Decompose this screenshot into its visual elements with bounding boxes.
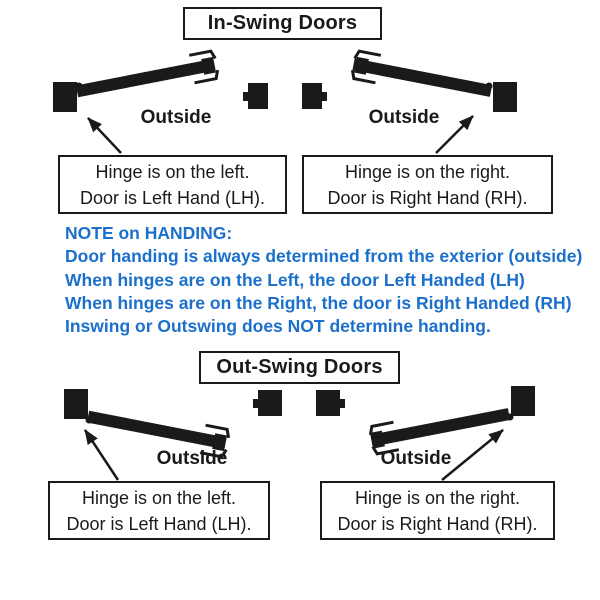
caption-line: Door is Left Hand (LH).	[66, 513, 252, 534]
door-handle-icon	[371, 445, 400, 456]
strike-plate-icon	[243, 92, 248, 101]
arrow-icon	[83, 429, 120, 481]
out-swing-title: Out-Swing Doors	[199, 351, 400, 384]
hinge-jamb-icon	[511, 386, 535, 416]
caption-right-hand: Hinge is on the right. Door is Right Han…	[302, 155, 553, 214]
caption-line: Door is Left Hand (LH).	[79, 187, 266, 208]
door-panel-icon	[75, 49, 220, 98]
hinge-jamb-icon	[53, 82, 77, 112]
door-handle-icon	[205, 423, 231, 439]
door-handle-icon	[199, 448, 228, 459]
strike-jamb-icon	[258, 390, 282, 416]
door-handle-icon	[368, 420, 394, 436]
diagram-inswing-left-hand	[53, 49, 268, 154]
caption-left-hand: Hinge is on the left. Door is Left Hand …	[58, 155, 287, 214]
caption-line: Hinge is on the right.	[344, 161, 511, 182]
outside-label: Outside	[140, 107, 212, 128]
strike-jamb-icon	[316, 390, 340, 416]
outside-label: Outside	[380, 448, 452, 469]
caption-line: Hinge is on the left.	[81, 487, 237, 508]
outside-label: Outside	[156, 448, 228, 469]
arrow-icon	[87, 117, 122, 154]
strike-jamb-icon	[302, 83, 322, 109]
caption-left-hand: Hinge is on the left. Door is Left Hand …	[48, 481, 270, 540]
in-swing-title-label: In-Swing Doors	[207, 12, 358, 34]
strike-plate-icon	[253, 399, 258, 408]
door-panel-icon	[368, 408, 511, 456]
arrow-icon	[441, 429, 504, 481]
caption-line: Door is Right Hand (RH).	[337, 513, 538, 534]
caption-line: Door is Right Hand (RH).	[327, 187, 528, 208]
caption-line: Hinge is on the right.	[354, 487, 521, 508]
door-panel-icon	[86, 410, 231, 459]
door-handle-icon	[194, 69, 220, 85]
out-swing-title-label: Out-Swing Doors	[216, 356, 383, 378]
note-line: When hinges are on the Right, the door i…	[65, 292, 572, 313]
diagram-outswing-left-hand	[64, 389, 282, 481]
door-handle-icon	[350, 69, 376, 85]
note-line: When hinges are on the Left, the door Le…	[65, 269, 525, 290]
caption-right-hand: Hinge is on the right. Door is Right Han…	[320, 481, 555, 540]
outside-label: Outside	[368, 107, 440, 128]
note-line: Door handing is always determined from t…	[65, 246, 583, 267]
handing-note: NOTE on HANDING: Door handing is always …	[65, 222, 585, 338]
strike-plate-icon	[340, 399, 345, 408]
strike-jamb-icon	[248, 83, 268, 109]
door-handle-icon	[353, 49, 382, 60]
arrow-icon	[435, 115, 474, 154]
door-handle-icon	[188, 49, 217, 60]
note-line: Inswing or Outswing does NOT determine h…	[65, 316, 491, 337]
hinge-jamb-icon	[64, 389, 88, 419]
diagram-outswing-right-hand	[316, 386, 535, 481]
hinge-knuckle-icon	[485, 82, 493, 90]
door-panel-icon	[350, 49, 493, 97]
strike-plate-icon	[322, 92, 327, 101]
in-swing-title: In-Swing Doors	[183, 7, 382, 40]
hinge-jamb-icon	[493, 82, 517, 112]
diagram-inswing-right-hand	[302, 49, 517, 154]
note-line: NOTE on HANDING:	[65, 223, 233, 243]
caption-line: Hinge is on the left.	[95, 161, 250, 182]
